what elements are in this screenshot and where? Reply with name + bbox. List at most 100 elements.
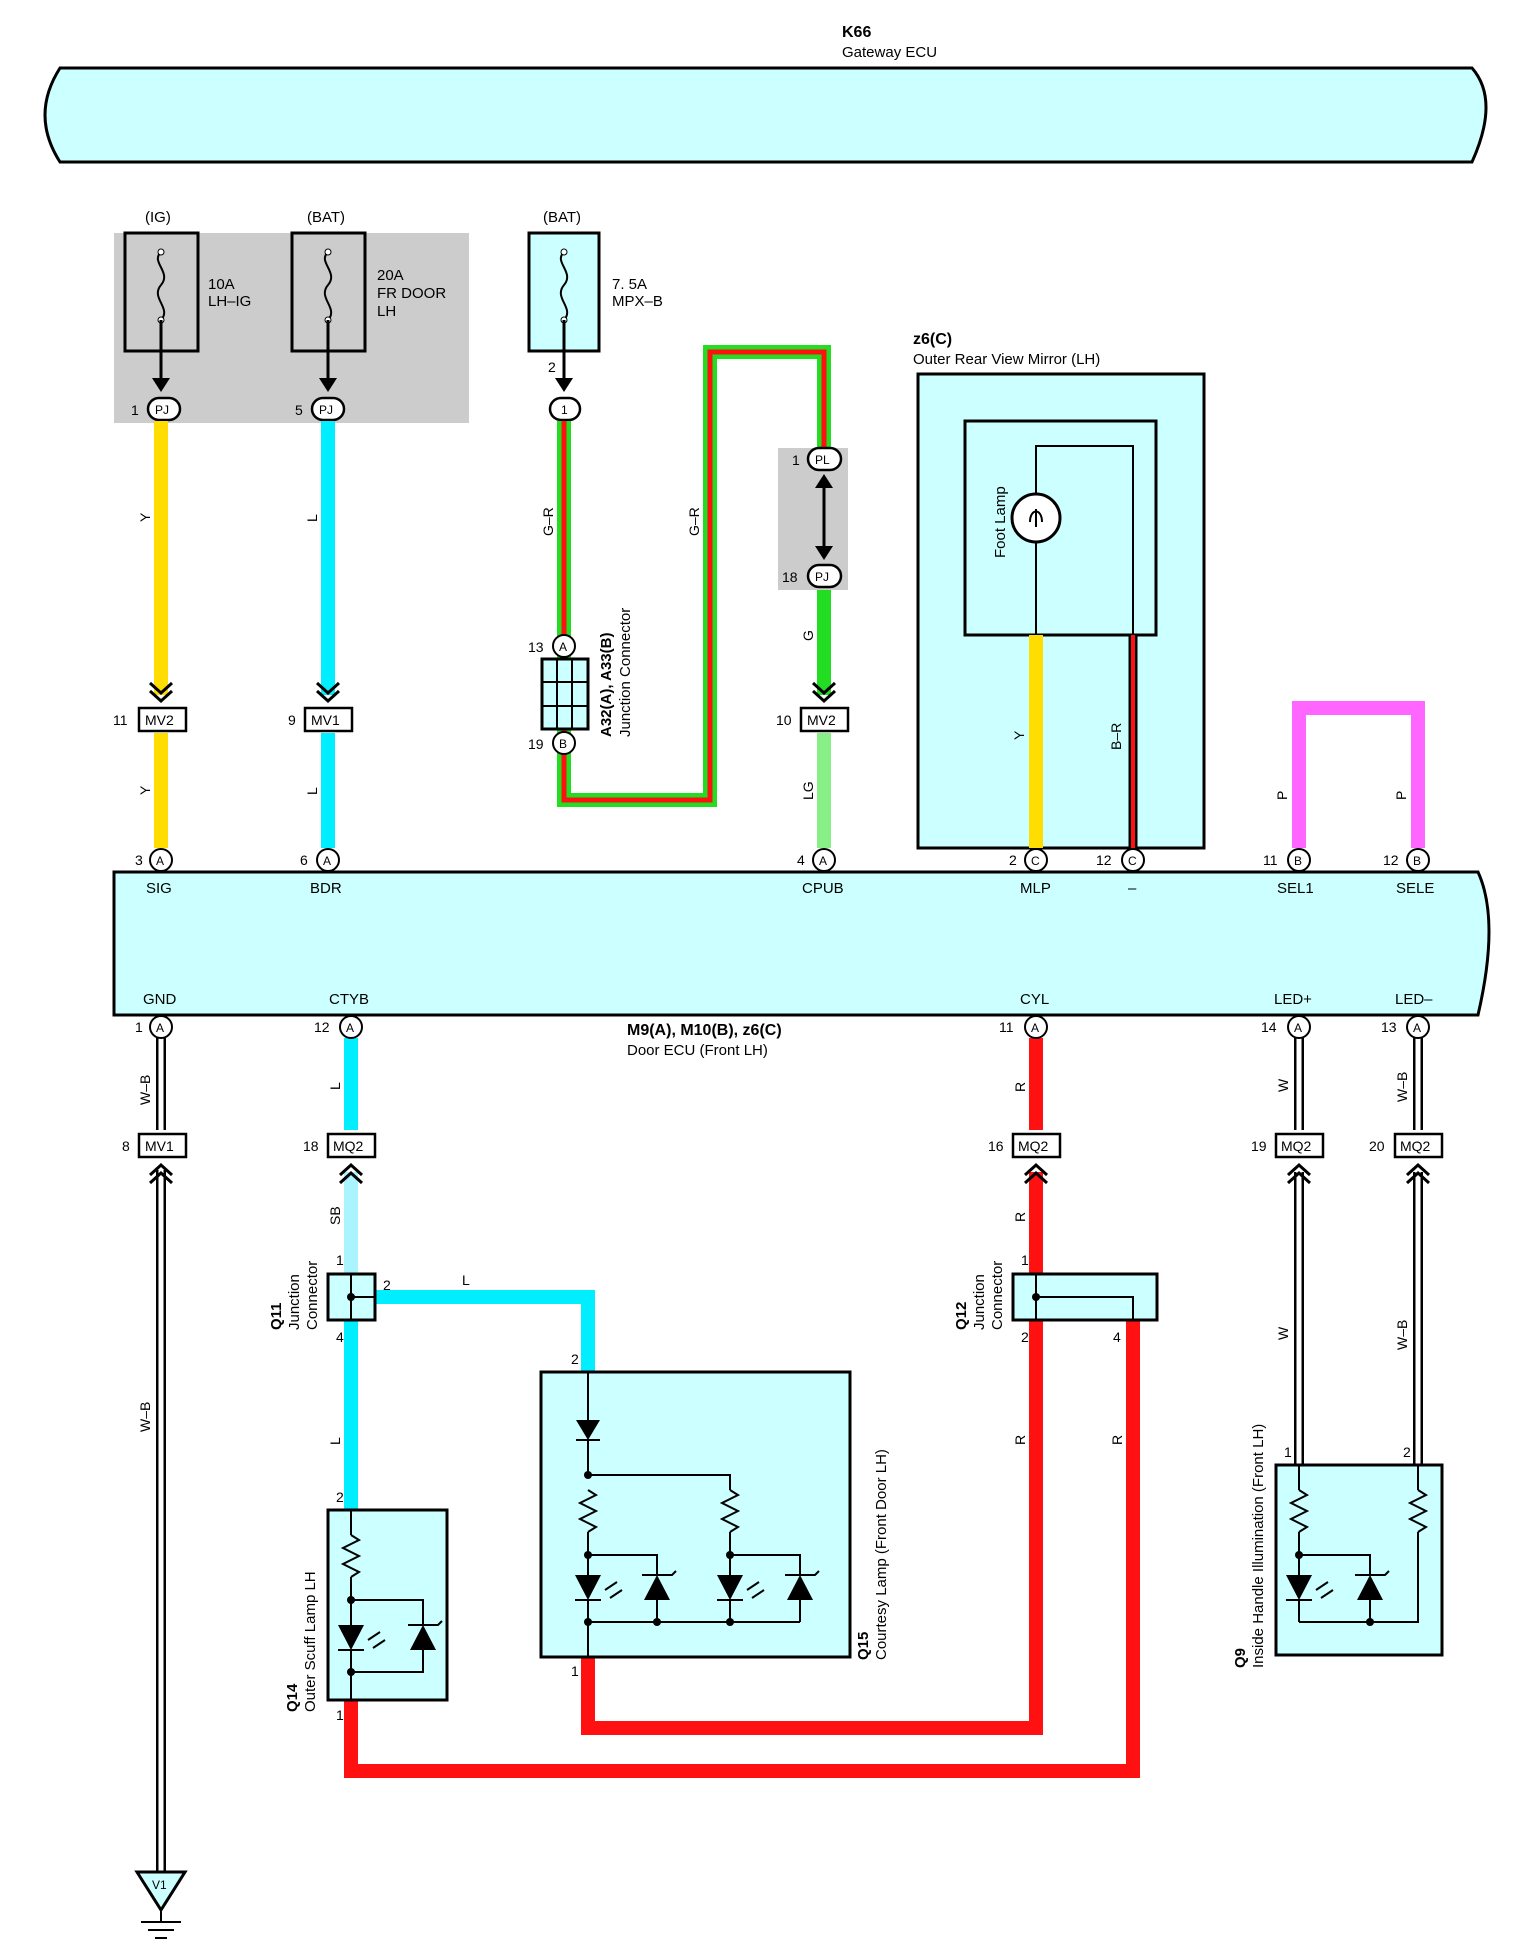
q11-name1: Junction	[286, 1274, 303, 1330]
fuse-fr-door-conn: PJ	[319, 403, 333, 417]
q14-pin1: 1	[336, 1707, 344, 1723]
mv-3-conn: MV2	[807, 712, 836, 728]
junction-a32-pin-bot-conn: B	[559, 737, 567, 751]
mv-4-conn: MV1	[145, 1138, 174, 1154]
q14-outer-scuff-lamp: 2 1 Q14 Outer Scuff Lamp LH	[284, 1489, 449, 1723]
q12-name1: Junction	[971, 1274, 988, 1330]
resistor-icon	[340, 1534, 362, 1578]
ground-id: V1	[152, 1878, 167, 1892]
q9-pin2: 2	[1403, 1444, 1411, 1460]
fuse-icon	[323, 251, 333, 321]
door-ecu-bottom-pin-circles: A 1 A 12 A 11 A 14 A 13	[135, 1015, 1430, 1039]
wire-code-mirror-y: Y	[1011, 730, 1027, 740]
fuse-mpx-b-source: (BAT)	[543, 209, 581, 226]
q15-name: Courtesy Lamp (Front Door LH)	[873, 1449, 890, 1660]
wire-code-lg: LG	[800, 781, 816, 800]
q15-id: Q15	[855, 1632, 872, 1660]
door-ecu-id: M9(A), M10(B), z6(C)	[627, 1022, 782, 1039]
wire-l-to-q15	[375, 1290, 595, 1372]
mq-connector-1: MQ2 18	[303, 1132, 377, 1185]
pin-minus-conn: C	[1128, 854, 1137, 868]
led-icon	[575, 1575, 601, 1600]
pin-sel1-conn: B	[1294, 854, 1302, 868]
zener-diode-icon	[1357, 1575, 1383, 1600]
pin-sele-num: 12	[1383, 852, 1399, 868]
q15-pin1: 1	[571, 1663, 579, 1679]
pin-ctyb-num: 12	[314, 1019, 330, 1035]
mv-2-conn: MV1	[311, 712, 340, 728]
q9-id: Q9	[1232, 1648, 1249, 1668]
fuse-lh-ig-name: LH–IG	[208, 293, 251, 310]
pin-cpub-conn: A	[819, 854, 827, 868]
wire-code-y-1: Y	[137, 512, 153, 522]
q9-inside-handle-illumination: 1 2 Q9 Inside Handle Illumination (Front…	[1232, 1424, 1444, 1668]
fuse-lh-ig-conn: PJ	[155, 403, 169, 417]
junction-a32-pin-top-conn: A	[559, 640, 567, 654]
pin-mlp-num: 2	[1009, 852, 1017, 868]
wire-code-wb-4: W–B	[1394, 1320, 1410, 1350]
pin-sig-conn: A	[156, 854, 164, 868]
q14-name: Outer Scuff Lamp LH	[302, 1571, 319, 1712]
wire-code-l-5: L	[462, 1272, 470, 1288]
mv-3-pin: 10	[776, 712, 792, 728]
wire-code-mirror-br: B–R	[1108, 723, 1124, 750]
resistor-icon	[1407, 1489, 1429, 1533]
pin-ctyb-conn: A	[346, 1021, 354, 1035]
q12-pin1: 1	[1021, 1252, 1029, 1268]
q15-courtesy-lamp: 2 1 Q15 Court	[539, 1351, 890, 1679]
mirror-id: z6(C)	[913, 331, 952, 348]
pin-led-plus-label: LED+	[1274, 991, 1312, 1008]
q12-pin4: 4	[1113, 1329, 1121, 1345]
q11-pin4: 4	[336, 1329, 344, 1345]
mv-2-pin: 9	[288, 712, 296, 728]
pin-sig-num: 3	[135, 852, 143, 868]
pj-pin: 18	[782, 569, 798, 585]
mq-connector-3: MQ2 19	[1251, 1132, 1325, 1185]
pin-sig-label: SIG	[146, 880, 172, 897]
q12-id: Q12	[953, 1302, 970, 1330]
fuse-mpx-b: (BAT) 7. 5A MPX–B 2 1	[527, 209, 663, 422]
wire-code-l-2: L	[304, 787, 320, 795]
q14-id: Q14	[284, 1683, 301, 1712]
mv-connector-2: MV1 9	[288, 681, 354, 733]
wire-code-gr-1: G–R	[540, 507, 556, 536]
pin-sel1-num: 11	[1263, 852, 1278, 868]
wire-r-q14-return	[344, 1320, 1140, 1778]
junction-a32-name: Junction Connector	[617, 608, 634, 737]
wire-code-y-2: Y	[137, 785, 153, 795]
wire-code-g: G	[800, 630, 816, 641]
mv-1-pin: 11	[113, 712, 128, 728]
q14-pin2: 2	[336, 1489, 344, 1505]
zener-diode-icon	[644, 1575, 670, 1600]
junction-a32-pin-top: 13	[528, 639, 544, 655]
mv-1-conn: MV2	[145, 712, 174, 728]
pin-led-plus-conn: A	[1294, 1021, 1302, 1035]
junction-a32-id: A32(A), A33(B)	[598, 633, 615, 737]
zener-diode-icon	[787, 1575, 813, 1600]
connector-pl-pj: PL 1 PJ 18	[778, 446, 848, 590]
pin-ctyb-label: CTYB	[329, 991, 369, 1008]
pin-minus-label: –	[1128, 880, 1137, 897]
pin-cyl-num: 11	[999, 1019, 1014, 1035]
q15-pin2: 2	[571, 1351, 579, 1367]
mq-connector-4: MQ2 20	[1369, 1132, 1444, 1185]
q11-pin2: 2	[383, 1277, 391, 1293]
wire-code-wb-1: W–B	[137, 1075, 153, 1105]
pin-sele-label: SELE	[1396, 880, 1434, 897]
led-icon	[338, 1625, 364, 1650]
pin-minus-num: 12	[1096, 852, 1112, 868]
junction-a32-a33: A 13 B 19 A32(A), A33(B) Junction Connec…	[528, 608, 634, 755]
q11-junction-connector: 1 2 4 Q11 Junction Connector	[268, 1252, 391, 1345]
diode-icon	[576, 1420, 600, 1440]
q9-name: Inside Handle Illumination (Front LH)	[1250, 1424, 1267, 1668]
fuse-lh-ig-pin: 1	[131, 402, 139, 418]
wire-code-l-4: L	[327, 1437, 343, 1445]
mq-connector-2: MQ2 16	[988, 1132, 1062, 1185]
led-icon	[1286, 1575, 1312, 1600]
wire-code-w-1: W	[1275, 1078, 1291, 1092]
fuse-fr-door-name1: FR DOOR	[377, 285, 446, 302]
wire-code-sb: SB	[327, 1206, 343, 1225]
gateway-id: K66	[842, 24, 871, 41]
junction-a32-pin-bot: 19	[528, 736, 544, 752]
